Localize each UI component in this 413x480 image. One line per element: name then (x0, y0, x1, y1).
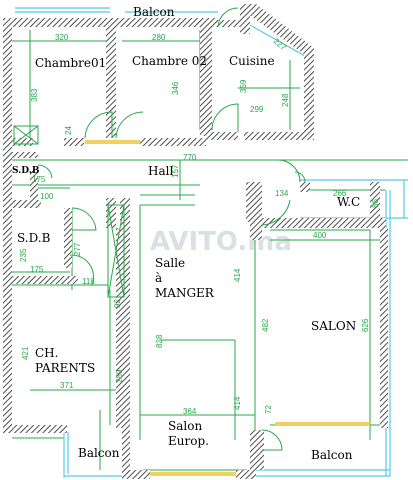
dim-364: 364 (183, 407, 197, 416)
dim-266: 266 (333, 189, 347, 198)
room-labels: Balcon Chambre01 Chambre 02 Cuisine S.D.… (12, 5, 360, 462)
dim-371: 371 (60, 381, 74, 390)
label-balcon-bottom-left: Balcon (78, 446, 120, 460)
label-salle-1: Salle (155, 256, 185, 270)
dim-235: 235 (19, 248, 28, 262)
label-salle-2: à (155, 271, 162, 285)
doors (37, 7, 306, 451)
interior-lines (12, 30, 408, 471)
dim-86: 86 (371, 199, 380, 208)
dim-134: 134 (275, 189, 289, 198)
watermark: AVITO.ma (150, 227, 292, 257)
label-hall: Hall (148, 164, 173, 178)
dim-175-b: 175 (30, 265, 44, 274)
label-cuisine: Cuisine (229, 54, 275, 68)
dim-421: 421 (21, 346, 30, 360)
dim-770: 770 (183, 153, 197, 162)
dim-626: 626 (361, 318, 370, 332)
label-chambre01: Chambre01 (35, 56, 106, 70)
label-ch-parents-1: CH. (35, 346, 58, 360)
dim-277: 277 (73, 242, 82, 256)
dim-100: 100 (40, 192, 54, 201)
dim-299: 299 (250, 105, 264, 114)
dim-346: 346 (171, 81, 180, 95)
dim-359: 359 (239, 79, 248, 93)
dim-248: 248 (281, 93, 290, 107)
dim-383: 383 (30, 88, 39, 102)
label-salon-europ-1: Salon (168, 419, 202, 433)
dim-414-b: 414 (233, 396, 242, 410)
label-sdb-small: S.D.B (12, 166, 40, 176)
walls (3, 4, 388, 479)
dim-414-a: 414 (233, 268, 242, 282)
dim-92: 92 (113, 299, 122, 308)
dim-157: 157 (171, 164, 180, 178)
label-salon: SALON (311, 319, 356, 333)
dim-118: 118 (82, 277, 95, 286)
label-sdb: S.D.B (17, 231, 51, 245)
dim-482: 482 (261, 318, 270, 332)
dim-320: 320 (55, 33, 69, 42)
dim-828: 828 (155, 334, 164, 348)
label-chambre02: Chambre 02 (132, 54, 207, 68)
dim-175-a: 175 (32, 175, 46, 184)
label-balcon-top: Balcon (133, 5, 175, 19)
dim-72: 72 (264, 405, 273, 414)
label-ch-parents-2: PARENTS (35, 361, 95, 375)
dim-24: 24 (64, 126, 73, 135)
dim-400: 400 (313, 231, 327, 240)
label-salle-3: MANGER (155, 286, 215, 300)
label-salon-europ-2: Europ. (168, 434, 209, 448)
label-balcon-bottom-right: Balcon (311, 448, 353, 462)
label-wc: W.C (337, 195, 360, 209)
dim-289: 289 (115, 369, 124, 383)
dim-280: 280 (152, 33, 166, 42)
